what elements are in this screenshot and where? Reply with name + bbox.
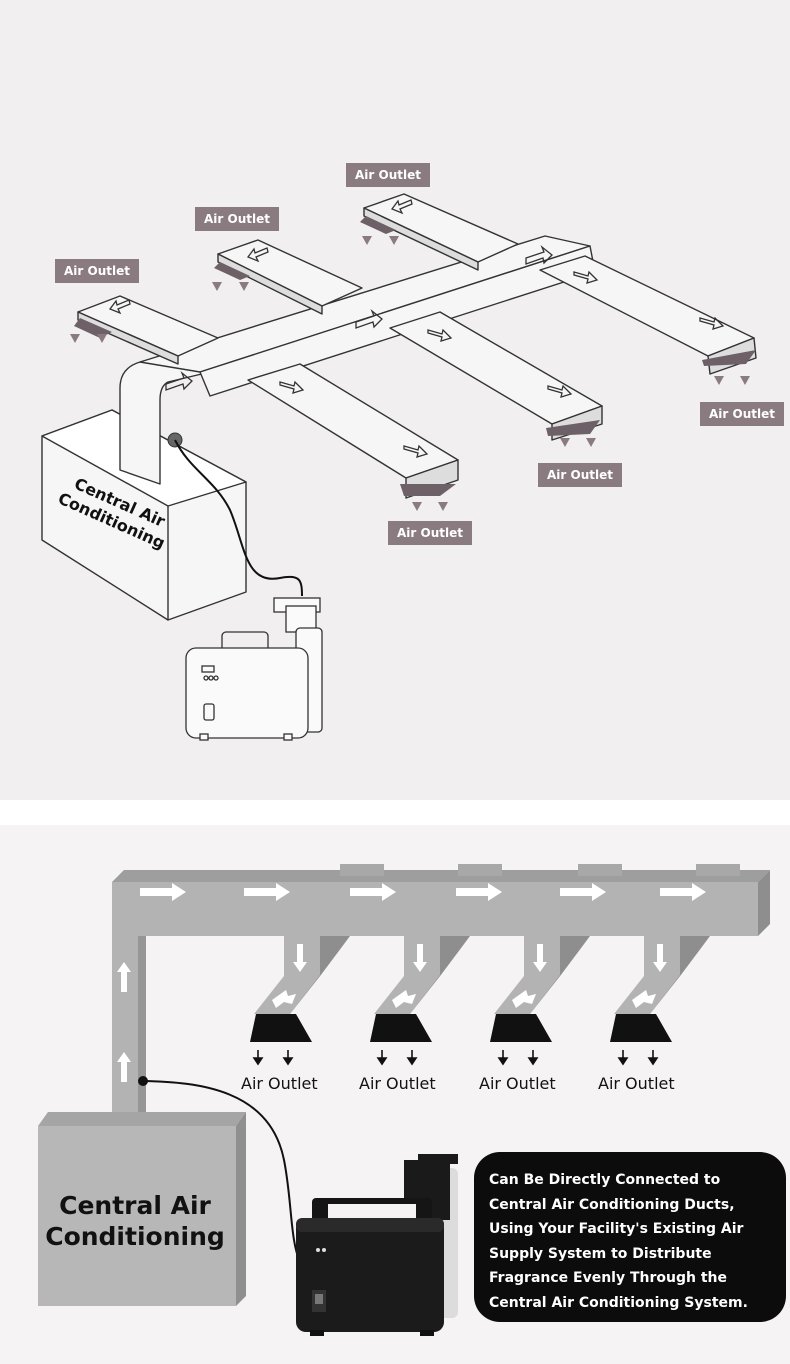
- main-trunk-top: [139, 235, 591, 373]
- outlet-label-top-6: Air Outlet: [700, 402, 784, 426]
- outlet-label-top-2: Air Outlet: [195, 207, 279, 231]
- info-callout-text: Can Be Directly Connected to Central Air…: [489, 1172, 748, 1311]
- outlet-label-top-5: Air Outlet: [538, 463, 622, 487]
- top-duct-diagram: [41, 193, 757, 741]
- riser-duct: [119, 349, 211, 485]
- outlet-label-bottom-2: Air Outlet: [359, 1074, 436, 1093]
- outlet-label-top-3: Air Outlet: [346, 163, 430, 187]
- panel-divider: [0, 800, 790, 825]
- ac-label-bottom: Central Air Conditioning: [45, 1191, 225, 1251]
- outlet-label-top-1: Air Outlet: [55, 259, 139, 283]
- outlet-label-top-4: Air Outlet: [388, 521, 472, 545]
- info-callout: Can Be Directly Connected to Central Air…: [474, 1152, 786, 1322]
- diffuser-machine-top: [185, 597, 323, 741]
- outlet-label-bottom-4: Air Outlet: [598, 1074, 675, 1093]
- outlet-label-bottom-1: Air Outlet: [241, 1074, 318, 1093]
- outlet-label-bottom-3: Air Outlet: [479, 1074, 556, 1093]
